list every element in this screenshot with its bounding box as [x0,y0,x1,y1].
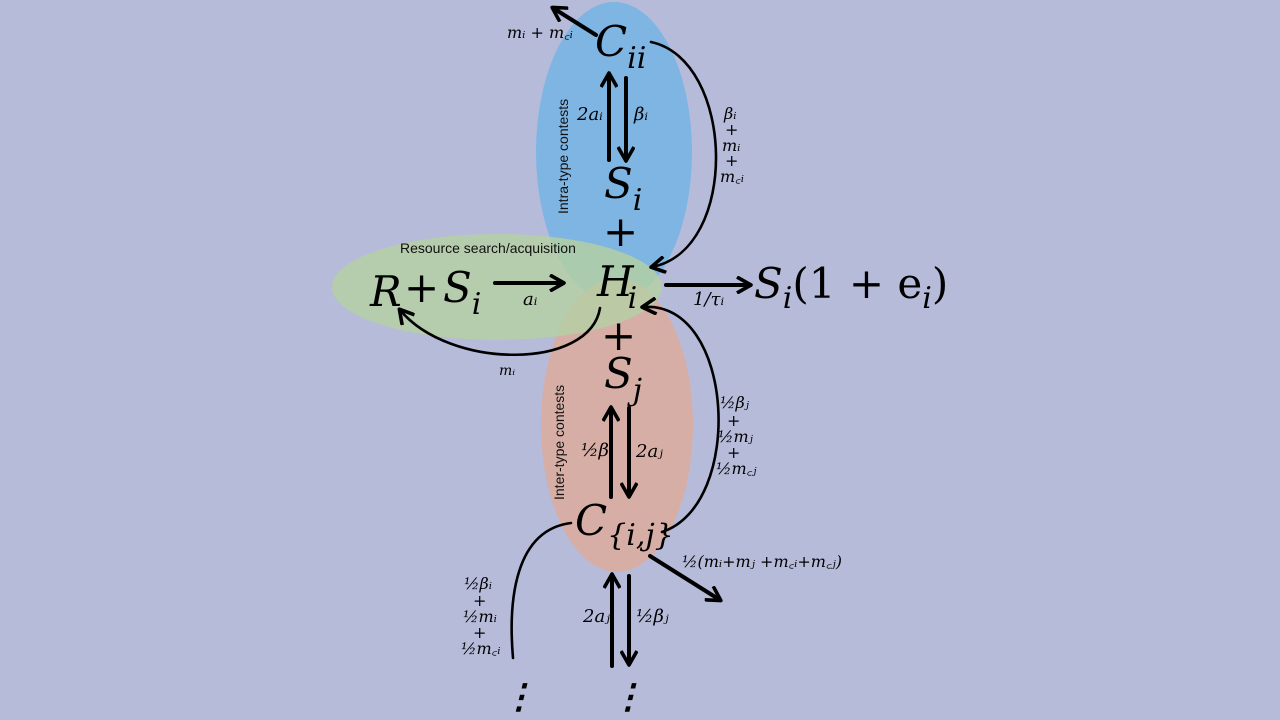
arrow-cij-loss [648,554,720,600]
svg-text:+: + [725,120,738,139]
rate-half-beta: ½β [581,440,609,461]
rate-cij-return: ½βⱼ + ½mⱼ + ½m꜀ⱼ [716,393,757,478]
plus-r: + [404,263,439,312]
rate-beta-i: βᵢ [633,104,648,125]
rate-cij-loss: ½(mᵢ+mⱼ +m꜀ᵢ+m꜀ⱼ) [682,552,842,571]
svg-text:mᵢ: mᵢ [722,136,740,155]
svg-text:+: + [727,443,740,462]
svg-text:m꜀ᵢ: m꜀ᵢ [720,167,744,186]
node-c-ij: C{i,j} [575,496,674,553]
svg-text:+: + [473,591,486,610]
ellipsis-right: ⋮ [611,677,645,717]
plus-bottom: + [601,311,636,360]
resource-search-label: Resource search/acquisition [400,240,576,256]
rate-2ai: 2aᵢ [576,104,603,125]
svg-text:½mⱼ: ½mⱼ [718,427,754,446]
rate-2aj-bottom: 2aⱼ [582,606,610,627]
plus-top: + [603,207,638,256]
inter-type-region [541,278,693,572]
intra-type-region [536,2,692,302]
ellipsis-left: ⋮ [502,677,536,717]
svg-text:½mᵢ: ½mᵢ [463,607,497,626]
svg-text:½βⱼ: ½βⱼ [720,393,750,412]
node-s-i-top: Si [604,159,642,218]
curve-cij-to-h [643,307,720,534]
node-product: Si(1 + ei) [754,259,948,316]
rate-2aj: 2aⱼ [635,441,663,462]
curve-h-to-r [400,306,602,356]
curve-branch-to-cij [510,521,573,660]
rate-tau: 1/τᵢ [693,289,724,310]
rate-cii-return: βᵢ + mᵢ + m꜀ᵢ [720,104,744,186]
svg-text:½βᵢ: ½βᵢ [464,574,492,593]
rate-cii-loss: mᵢ + m꜀ᵢ [507,23,573,42]
svg-text:+: + [725,151,738,170]
inter-type-label: Inter-type contests [551,385,567,500]
node-c-ii: Cii [595,17,646,76]
node-h-i: Hi [596,257,637,316]
arrow-cii-loss [553,8,598,37]
svg-text:+: + [473,623,486,642]
rate-ai: aᵢ [523,289,538,310]
svg-text:½m꜀ᵢ: ½m꜀ᵢ [461,639,500,658]
rate-left-branch: ½βᵢ + ½mᵢ + ½m꜀ᵢ [461,574,500,658]
svg-text:βᵢ: βᵢ [723,104,736,123]
intra-type-label: Intra-type contests [555,99,571,214]
rate-half-beta-j-bottom: ½βⱼ [636,606,669,627]
node-r: R [369,267,402,316]
svg-text:½m꜀ⱼ: ½m꜀ⱼ [716,459,757,478]
node-s-i-left: Si [443,263,481,322]
rate-mi: mᵢ [499,363,515,379]
curve-cii-to-h [651,40,718,267]
svg-text:+: + [727,411,740,430]
